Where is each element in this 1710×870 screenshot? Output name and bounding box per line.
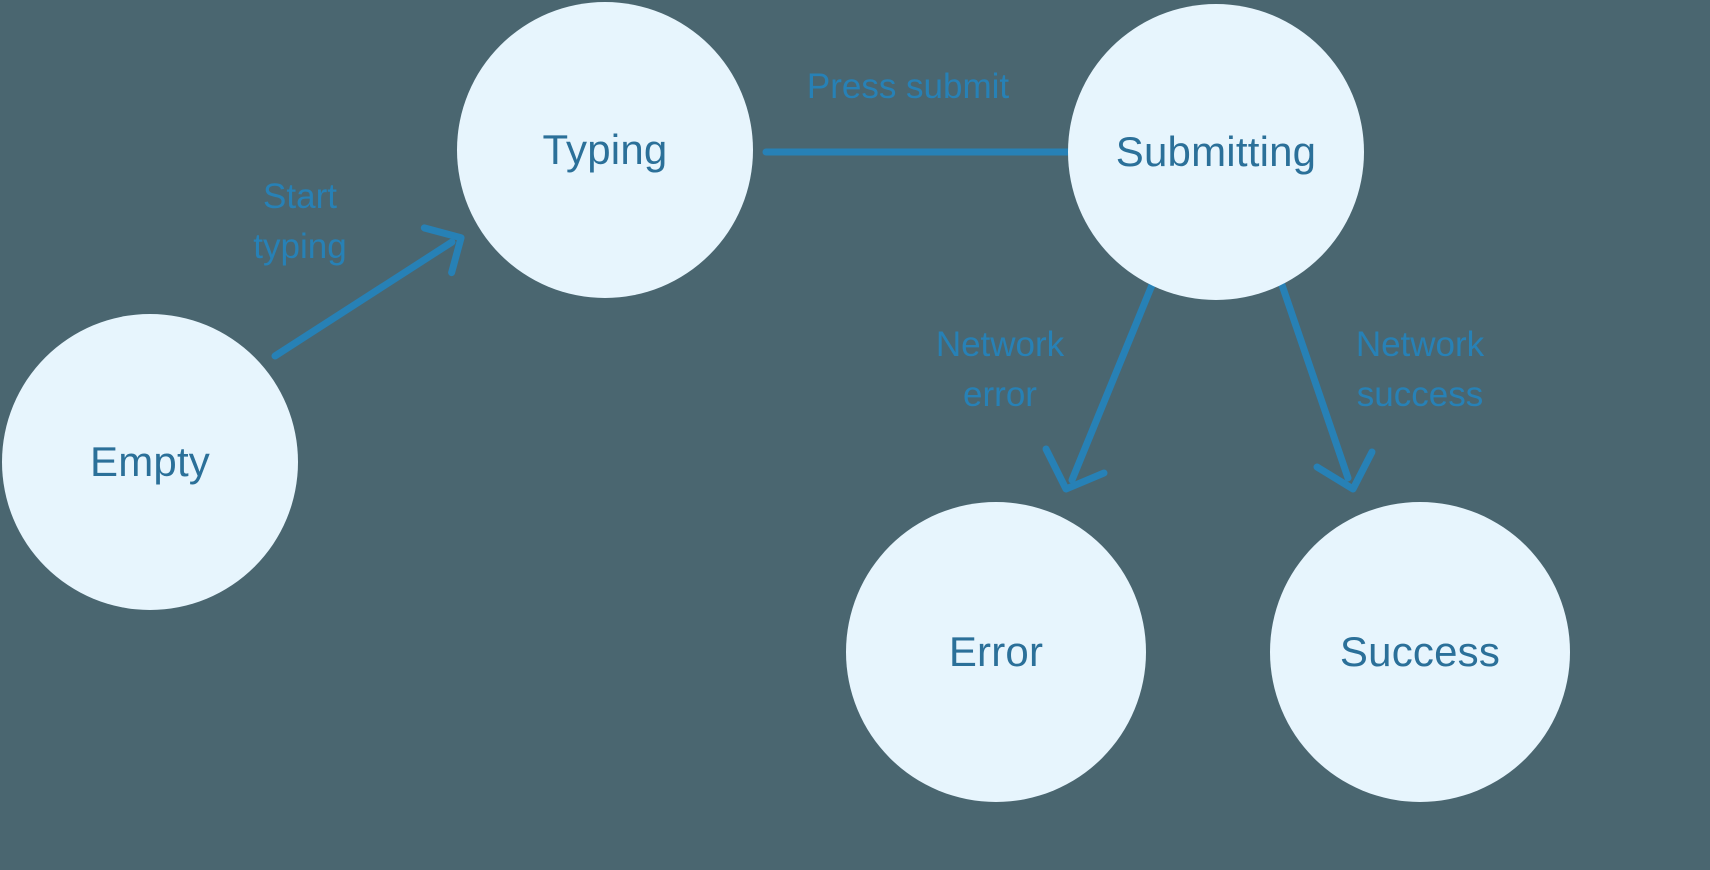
state-node-error[interactable]: Error (846, 502, 1146, 802)
state-node-label: Empty (89, 437, 211, 485)
edge-line (271, 238, 456, 360)
state-node-label: Success (1339, 627, 1501, 675)
state-node-typing[interactable]: Typing (457, 2, 753, 298)
arrowhead-icon (420, 224, 465, 277)
arrowhead-icon (1042, 445, 1108, 493)
state-node-label: Typing (542, 125, 668, 173)
edge-submitting-to-success (1278, 281, 1376, 493)
edge-line (1278, 281, 1352, 482)
edge-empty-to-typing (271, 224, 465, 360)
edge-label-start-typing: Start typing (253, 177, 347, 266)
state-node-submitting[interactable]: Submitting (1068, 4, 1364, 300)
edge-label-press-submit: Press submit (806, 67, 1010, 106)
edge-label-network-success: Network success (1355, 325, 1485, 414)
arrowhead-icon (1313, 448, 1376, 493)
edge-label-network-error: Network error (935, 325, 1065, 414)
edge-line (1068, 281, 1156, 484)
state-node-success[interactable]: Success (1270, 502, 1570, 802)
edge-submitting-to-error (1042, 281, 1156, 493)
state-node-label: Submitting (1115, 127, 1317, 175)
state-node-label: Error (948, 627, 1044, 675)
state-node-empty[interactable]: Empty (2, 314, 298, 610)
